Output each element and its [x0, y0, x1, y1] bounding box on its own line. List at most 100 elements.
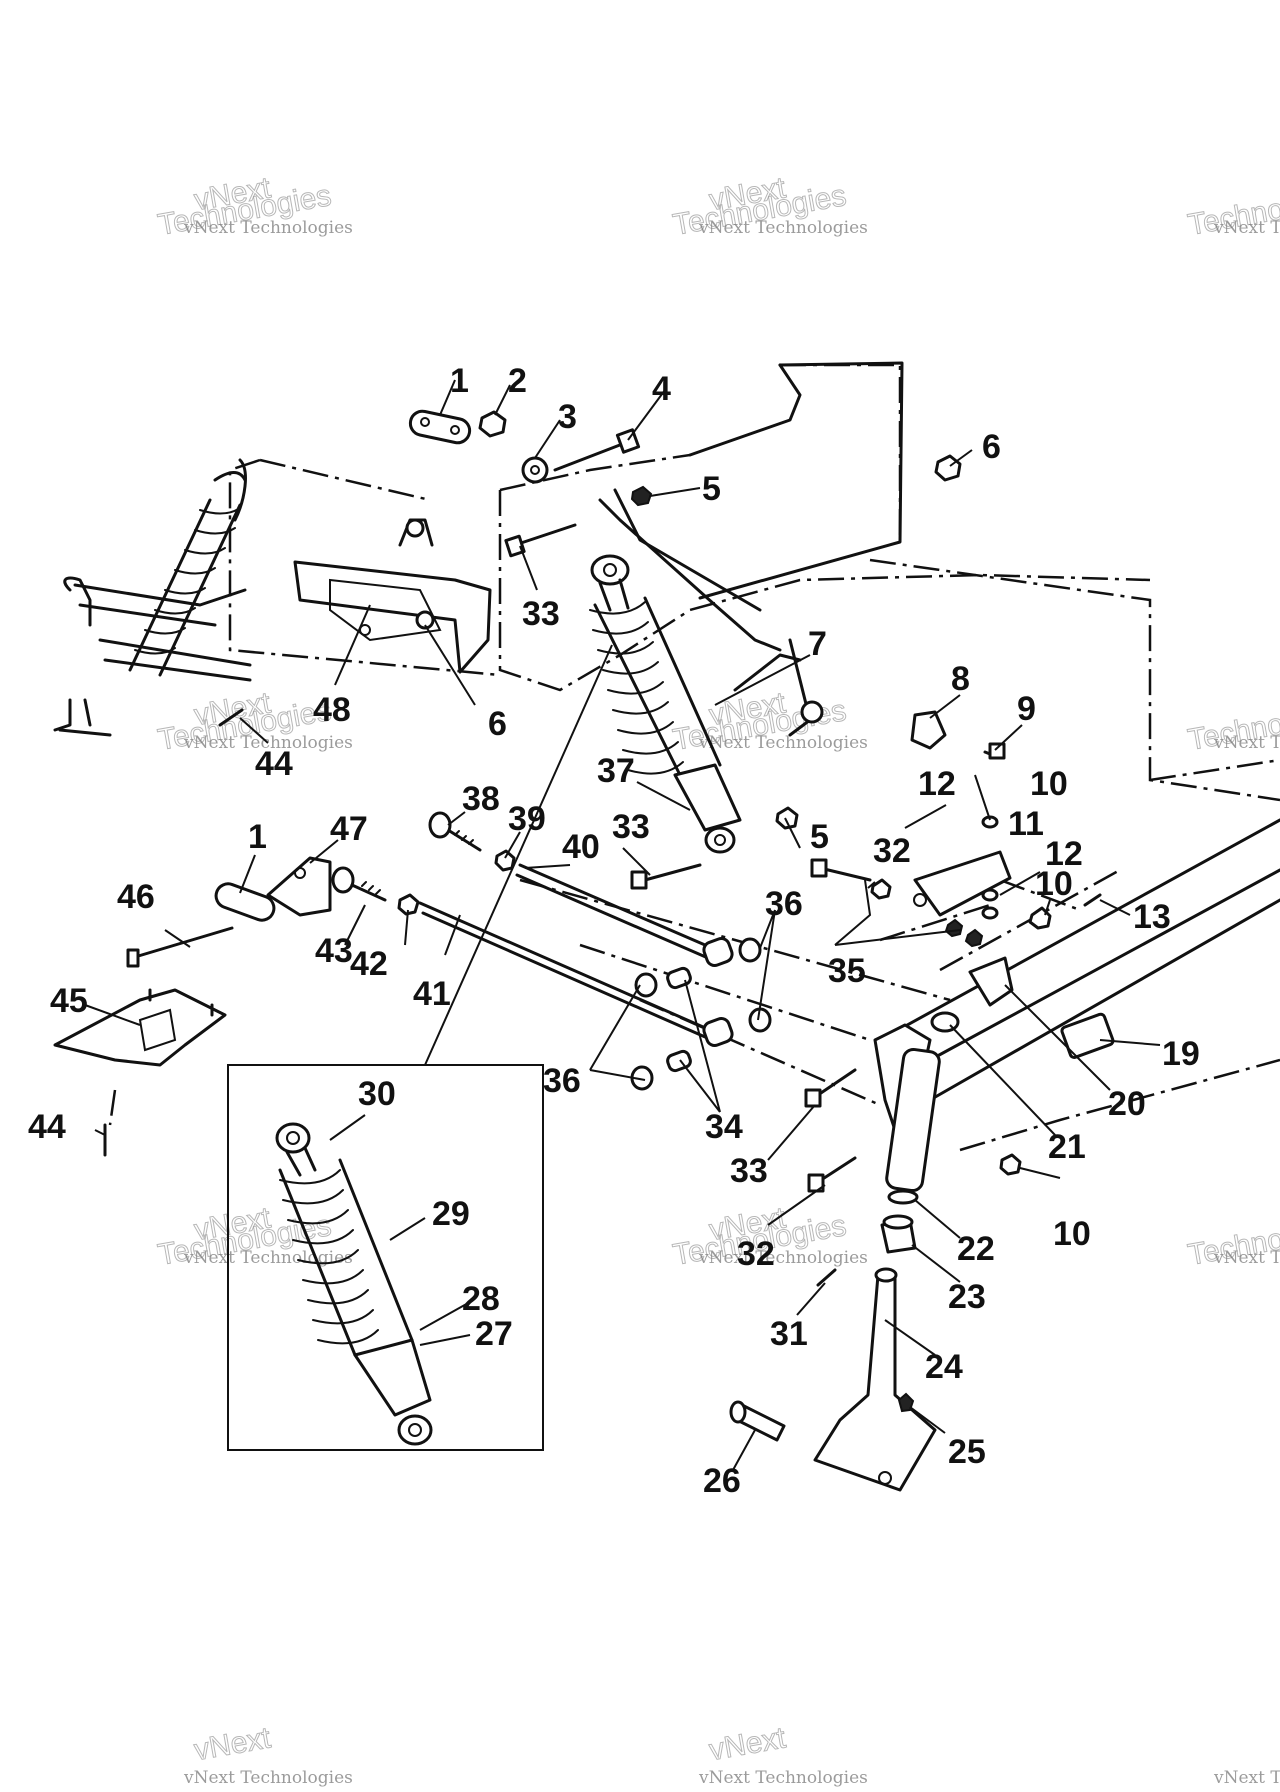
bolt: [218, 708, 244, 727]
callout-label: 27: [475, 1315, 513, 1353]
watermark-small: vNext Technologies: [183, 1768, 353, 1788]
callout-label: 12: [1045, 835, 1083, 873]
bolt: [816, 1268, 837, 1287]
skid-plate: [53, 988, 227, 1067]
callout-label: 8: [951, 660, 970, 698]
parts: [53, 409, 1115, 1492]
callout-label: 20: [1108, 1085, 1146, 1123]
callout-label: 4: [652, 370, 671, 408]
callout-label: 5: [810, 818, 829, 856]
callout-label: 48: [313, 691, 351, 729]
watermark-small: vNext Technologies: [698, 1248, 868, 1268]
spindle: [813, 1273, 937, 1492]
callout-label: 38: [462, 780, 500, 818]
callout-label: 2: [508, 362, 527, 400]
nut: [999, 1153, 1022, 1176]
callout-label: 23: [948, 1278, 986, 1316]
grease-fitting: [897, 1392, 915, 1413]
inset-shock-detail: [227, 644, 613, 1451]
watermark-small: vNext Technologies: [183, 218, 353, 238]
watermark-small: vNext Technologies: [1213, 218, 1280, 238]
kingpin-tube: [885, 1047, 941, 1193]
watermark-small: vNext Technologies: [1213, 733, 1280, 753]
callout-label: 6: [982, 428, 1001, 466]
watermark-small: vNext Technologies: [698, 1768, 868, 1788]
callout-label: 40: [562, 828, 600, 866]
callout-label: 46: [117, 878, 155, 916]
callout-label: 11: [1008, 805, 1044, 843]
tie-rod: [418, 901, 712, 1032]
chassis-frame: [228, 361, 1280, 1152]
callout-label: 44: [255, 745, 293, 783]
ball-joint: [910, 710, 947, 750]
steering-arm: [913, 850, 1012, 917]
callout-label: 13: [1133, 898, 1171, 936]
watermarks: Technologies vNext Technologies vNext Te…: [155, 171, 1280, 1788]
callout-label: 10: [1053, 1215, 1091, 1253]
callout-label: 31: [770, 1315, 808, 1353]
callout-label: 41: [413, 975, 451, 1013]
callout-label: 22: [957, 1230, 995, 1268]
callout-label: 39: [508, 800, 546, 838]
watermark-top: vNext: [192, 1721, 274, 1767]
callout-label: 36: [765, 885, 803, 923]
callout-label: 33: [522, 595, 560, 633]
nut: [934, 454, 962, 482]
callout-label: 21: [1048, 1128, 1086, 1166]
grease-fitting: [1083, 893, 1102, 907]
watermark-small: vNext Technologies: [1213, 1248, 1280, 1268]
callout-label: 28: [462, 1280, 500, 1318]
leader-lines: [84, 379, 1161, 1471]
callout-label: 44: [28, 1108, 66, 1146]
shock-absorber: [589, 554, 742, 854]
shock-mount-bracket: [293, 560, 492, 674]
callout-label: 47: [330, 810, 368, 848]
callout-label: 30: [358, 1075, 396, 1113]
watermark-top: vNext: [707, 1721, 789, 1767]
callout-label: 3: [558, 398, 577, 436]
callout-labels: 1 2 3 4 5 6 33 6 48 7 8 9 44 37 38 39 47…: [28, 362, 1200, 1500]
nut: [478, 410, 507, 438]
callout-label: 29: [432, 1195, 470, 1233]
callout-label: 6: [488, 705, 507, 743]
callout-label: 35: [828, 952, 866, 990]
bushing: [666, 966, 692, 990]
link-plate: [214, 882, 276, 922]
callout-label: 12: [918, 765, 956, 803]
callout-label: 33: [612, 808, 650, 846]
nut: [494, 849, 516, 872]
watermark-small: vNext Technologies: [1213, 1768, 1280, 1788]
callout-label: 7: [808, 625, 827, 663]
callout-label: 1: [450, 362, 469, 400]
callout-label: 43: [315, 932, 353, 970]
callout-label: 9: [1017, 690, 1036, 728]
callout-label: 32: [873, 832, 911, 870]
callout-label: 42: [350, 945, 388, 983]
bolt: [643, 863, 702, 882]
nut: [775, 806, 799, 830]
callout-label: 32: [737, 1235, 775, 1273]
inset-frame: [227, 1064, 544, 1451]
callout-label: 37: [597, 752, 635, 790]
callout-label: 33: [730, 1152, 768, 1190]
callout-label: 5: [702, 470, 721, 508]
o-ring: [887, 1189, 919, 1205]
callout-label: 24: [925, 1348, 963, 1386]
watermark-small: vNext Technologies: [698, 733, 868, 753]
nut: [630, 485, 653, 507]
bushing: [666, 1049, 692, 1073]
bolt: [513, 523, 577, 547]
bolt: [813, 1068, 857, 1099]
callout-label: 45: [50, 982, 88, 1020]
watermark-small: vNext Technologies: [698, 218, 868, 238]
bolt: [818, 866, 872, 882]
callout-label: 10: [1035, 865, 1073, 903]
upper-a-arm: [598, 498, 782, 652]
bracket: [266, 856, 332, 917]
callout-label: 1: [248, 818, 267, 856]
block: [1060, 1012, 1115, 1059]
callout-label: 10: [1030, 765, 1068, 803]
left-suspension-phantom: [53, 458, 252, 737]
washer: [521, 456, 549, 484]
